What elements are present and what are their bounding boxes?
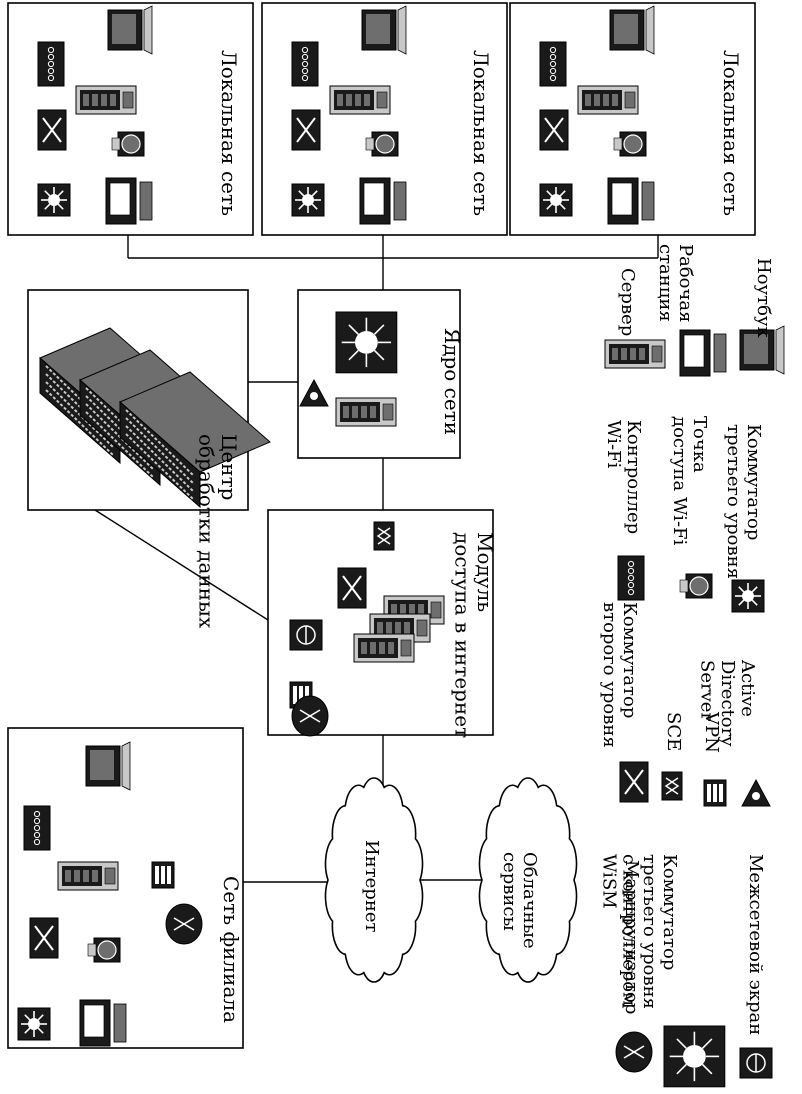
legend-l2-switch-label-line: Коммутатор — [619, 602, 640, 718]
local-network-3-workstation-icon — [608, 178, 654, 224]
legend-firewall-label: Межсетевой экран — [745, 854, 766, 1035]
legend-l3-switch-wism-icon — [664, 1026, 725, 1087]
branch-vpn-icon — [152, 862, 174, 888]
local-network-3-laptop-icon — [610, 6, 654, 54]
legend-ad-server-label-line: Server — [697, 660, 718, 721]
branch-server-icon — [58, 862, 118, 890]
local-network-label-3: Локальная сеть — [719, 50, 743, 216]
legend-ad-server-icon — [742, 780, 770, 806]
local-network-3-l2-switch-icon — [540, 110, 568, 150]
legend-wifi-controller-label-line: Wi-Fi — [603, 420, 624, 469]
legend-router-icon — [616, 1032, 652, 1072]
local-network-1-wifi-controller-icon — [38, 42, 64, 86]
legend-wifi-controller-icon — [618, 556, 644, 600]
data-center-label-line: Центр — [217, 434, 241, 500]
legend-workstation-icon — [680, 330, 726, 376]
legend-server-label-line: Сервер — [617, 268, 638, 336]
legend-access-point-label-line: доступа Wi-Fi — [669, 416, 690, 546]
legend-workstation-label-line: Рабочая — [675, 244, 696, 323]
branch-wifi-controller-icon — [24, 806, 50, 850]
branch-workstation-icon — [80, 1000, 126, 1046]
legend-wifi-controller-label-line: Контроллер — [623, 420, 644, 534]
access-l2-switch-icon — [338, 568, 366, 608]
core-l3-switch-icon — [336, 312, 397, 373]
local-network-label-1: Локальная сеть — [217, 50, 241, 216]
legend-wifi-controller-label: КонтроллерWi-Fi — [603, 420, 644, 534]
core-server-icon — [336, 398, 396, 426]
legend-access-point-label-line: Точка — [689, 416, 710, 473]
legend-l2-switch-label-line: второго уровня — [599, 602, 620, 748]
internet-access-label-line: Модуль — [473, 532, 497, 612]
legend-firewall-icon — [740, 1048, 772, 1078]
local-network-label-2: Локальная сеть — [469, 50, 493, 216]
local-network-2-l2-switch-icon — [292, 110, 320, 150]
legend-l3-switch-label-line: третьего уровня — [723, 424, 744, 579]
branch-laptop-icon — [86, 742, 130, 790]
local-network-2-laptop-icon — [362, 6, 406, 54]
legend-firewall-label-line: Межсетевой экран — [745, 854, 766, 1035]
internet-label-line: Интернет — [361, 840, 382, 932]
connection-line — [95, 510, 268, 620]
access-server-icon-3 — [354, 634, 414, 662]
legend-workstation-label-line: станция — [655, 244, 676, 322]
local-network-label-1-line: Локальная сеть — [217, 50, 241, 216]
local-network-1-laptop-icon — [108, 6, 152, 54]
core-label-line: Ядро сети — [440, 328, 464, 435]
local-network-3-server-icon — [578, 86, 638, 114]
cloud-services-label-line: Облачные — [519, 852, 540, 949]
local-network-2-l3-switch-icon — [292, 184, 324, 216]
local-network-label-2-line: Локальная сеть — [469, 50, 493, 216]
legend-l3-switch-icon — [732, 580, 764, 612]
local-network-1-server-icon — [76, 86, 136, 114]
cloud-services-label-line: сервисы — [499, 852, 520, 931]
branch-l3-switch-icon — [18, 1008, 50, 1040]
legend-server-label: Сервер — [617, 268, 638, 336]
legend-server-icon — [605, 340, 665, 368]
access-router-icon — [292, 696, 328, 736]
local-network-2-workstation-icon — [360, 178, 406, 224]
local-network-3-l3-switch-icon — [540, 184, 572, 216]
access-firewall-icon — [290, 620, 322, 650]
legend-l3-switch-wism-label-line: Коммутатор — [659, 854, 680, 970]
legend-l3-switch-wism-label-line: WiSM — [599, 854, 620, 909]
local-network-2-wifi-controller-icon — [292, 42, 318, 86]
legend-sce-label: SCE — [663, 712, 684, 751]
legend-laptop-label-line: Ноутбук — [753, 258, 774, 339]
branch-router-icon — [166, 904, 202, 944]
local-network-1-l2-switch-icon — [38, 110, 66, 150]
legend-access-point-icon — [680, 574, 712, 598]
branch-l2-switch-icon — [30, 918, 58, 958]
local-network-1-l3-switch-icon — [38, 184, 70, 216]
local-network-2-server-icon — [330, 86, 390, 114]
legend-l3-switch-wism-label-line: третьего уровня — [639, 854, 660, 1009]
local-network-3-wifi-controller-icon — [540, 42, 566, 86]
internet-label: Интернет — [361, 840, 382, 932]
branch-label-line: Сеть филиала — [219, 876, 243, 1023]
local-network-label-3-line: Локальная сеть — [719, 50, 743, 216]
legend-l3-switch-wism-label-line: с контроллером — [619, 854, 640, 1006]
sce-icon — [374, 522, 394, 550]
legend-l3-switch-label-line: Коммутатор — [743, 424, 764, 540]
local-network-1-workstation-icon — [106, 178, 152, 224]
legend-l2-switch-icon — [620, 762, 648, 802]
legend-vpn-icon — [704, 780, 726, 806]
legend-sce-label-line: SCE — [663, 712, 684, 751]
data-center-label-line: обработки данных — [195, 434, 219, 629]
internet-access-label-line: доступа в интернет — [451, 532, 475, 738]
legend-laptop-label: Ноутбук — [753, 258, 774, 339]
legend-ad-server-label-line: Active — [737, 659, 758, 717]
branch-label: Сеть филиала — [219, 876, 243, 1023]
core-label: Ядро сети — [440, 328, 464, 435]
legend-sce-icon — [662, 772, 682, 800]
legend-ad-server-label-line: Directory — [717, 660, 738, 747]
